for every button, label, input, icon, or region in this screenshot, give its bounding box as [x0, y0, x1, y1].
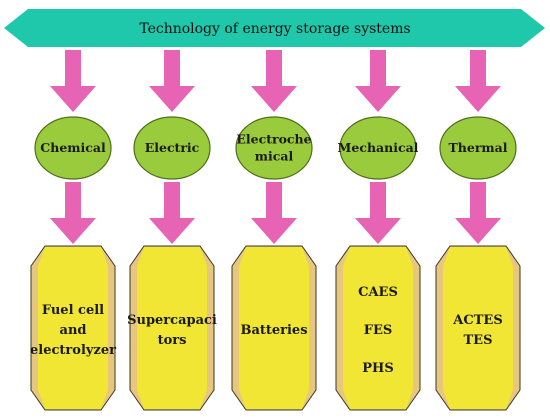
- category-ellipse: [133, 116, 211, 180]
- category-ellipse: [235, 116, 313, 180]
- technology-label: tors: [158, 333, 187, 348]
- technology-box-face: [343, 247, 413, 409]
- arrow-down-icon: [455, 50, 501, 112]
- arrow-down-icon: [149, 50, 195, 112]
- header-banner: Technology of energy storage systems: [4, 9, 545, 47]
- arrow-down-icon: [50, 50, 96, 112]
- technology-label: Supercapaci: [127, 313, 217, 328]
- technology-label: PHS: [362, 361, 393, 376]
- category-ellipse: [34, 116, 112, 180]
- technology-box-face: [38, 247, 108, 409]
- technology-box-face: [137, 247, 207, 409]
- technology-label: electrolyzer: [30, 343, 116, 358]
- header-title: Technology of energy storage systems: [139, 21, 410, 37]
- technology-box-face: [239, 247, 309, 409]
- technology-label: FES: [364, 323, 393, 338]
- arrow-down-icon: [355, 50, 401, 112]
- technology-label: CAES: [358, 285, 398, 300]
- arrow-down-icon: [149, 182, 195, 244]
- technology-label: and: [60, 323, 87, 338]
- category-label: Chemical: [40, 140, 106, 155]
- technology-label: ACTES: [452, 313, 502, 328]
- category-label: Electric: [145, 140, 200, 155]
- category-ellipse: [339, 116, 417, 180]
- arrow-down-icon: [355, 182, 401, 244]
- category-ellipse: [439, 116, 517, 180]
- technology-label: Fuel cell: [42, 303, 104, 318]
- banner-shape: [4, 9, 545, 47]
- arrow-down-icon: [455, 182, 501, 244]
- category-label: Thermal: [448, 140, 507, 155]
- technology-label: TES: [464, 333, 493, 348]
- arrow-down-icon: [251, 50, 297, 112]
- arrow-down-icon: [251, 182, 297, 244]
- technology-label: Batteries: [240, 323, 307, 338]
- technology-box-face: [443, 247, 513, 409]
- arrow-down-icon: [50, 182, 96, 244]
- category-label: Mechanical: [338, 140, 419, 155]
